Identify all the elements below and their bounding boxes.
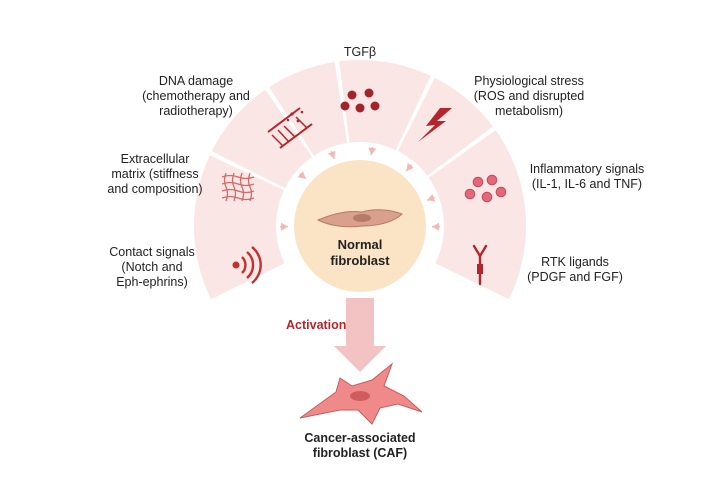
label-line: (Notch and (121, 260, 183, 274)
center-line: Normal (337, 237, 383, 252)
label-line: radiotherapy) (159, 104, 233, 118)
label-physiological-stress: Physiological stress (ROS and disrupted … (454, 74, 604, 119)
label-line: metabolism) (494, 104, 564, 118)
label-line: Contact signals (109, 245, 195, 259)
label-contact-signals: Contact signals (Notch and Eph-ephrins) (92, 245, 212, 290)
normal-fibroblast-cell (316, 209, 403, 228)
label-line: DNA damage (158, 74, 234, 88)
sector-stress (397, 77, 493, 176)
signal-arrows (279, 146, 441, 231)
activation-arrow (334, 298, 386, 372)
label-line: Eph-ephrins) (116, 275, 188, 289)
label-line: Inflammatory signals (529, 162, 645, 176)
arrowhead-tgfb (368, 147, 377, 155)
label-dna-damage: DNA damage (chemotherapy and radiotherap… (126, 74, 266, 119)
caf-line: Cancer-associated (304, 431, 416, 445)
arrowhead-rtk (431, 222, 440, 231)
normal-fibroblast-label: Normal fibroblast (300, 237, 420, 269)
center-line: fibroblast (330, 253, 390, 268)
sector-ecm (211, 89, 313, 189)
molecules-icon (340, 88, 380, 113)
label-line: TGFβ (343, 45, 377, 59)
caf-label: Cancer-associated fibroblast (CAF) (260, 431, 460, 461)
sector-dna (269, 61, 348, 156)
label-line: (PDGF and FGF) (527, 270, 623, 284)
label-line: (IL-1, IL-6 and TNF) (531, 177, 643, 191)
lightning-icon (418, 108, 452, 142)
arrowhead-inflammatory (427, 193, 436, 202)
label-line: Extracellular (120, 152, 190, 166)
arrowhead-contact (280, 222, 289, 231)
label-line: matrix (stiffness (111, 167, 199, 181)
label-rtk-ligands: RTK ligands (PDGF and FGF) (520, 255, 630, 285)
activation-label: Activation (286, 318, 347, 332)
label-line: Physiological stress (474, 74, 584, 88)
caf-cell (299, 362, 423, 425)
label-inflammatory-signals: Inflammatory signals (IL-1, IL-6 and TNF… (512, 162, 662, 192)
sector-tgfb (339, 60, 431, 150)
arrowhead-ecm (297, 171, 306, 179)
label-line: (ROS and disrupted (473, 89, 585, 103)
arrowhead-stress (406, 162, 414, 171)
label-line: and composition) (107, 182, 203, 196)
label-tgfb: TGFβ (320, 45, 400, 60)
wifi-signal-icon (232, 246, 262, 284)
cytokines-icon (464, 174, 507, 203)
label-line: (chemotherapy and (142, 89, 250, 103)
mesh-grid-icon (221, 172, 255, 202)
arrowhead-dna (327, 150, 336, 159)
caf-line: fibroblast (CAF) (312, 446, 408, 460)
receptor-icon (472, 244, 488, 286)
sector-contact (194, 155, 285, 300)
label-extracellular-matrix: Extracellular matrix (stiffness and comp… (92, 152, 218, 197)
dna-helix-icon (267, 107, 313, 149)
label-line: RTK ligands (541, 255, 609, 269)
